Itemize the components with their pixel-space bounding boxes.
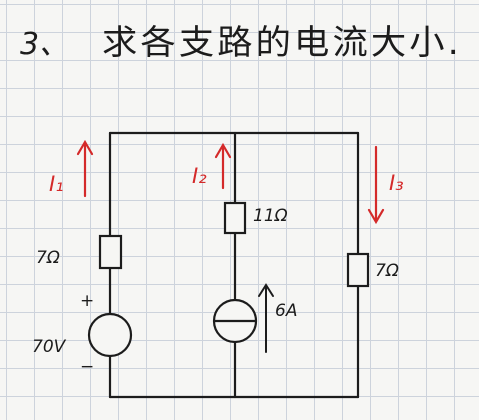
resistor-right bbox=[346, 252, 370, 288]
current-i3-arrow-icon bbox=[367, 145, 385, 225]
current-i2-arrow-icon bbox=[214, 142, 232, 190]
current-source-label: 6A bbox=[275, 301, 297, 321]
voltage-minus-sign: − bbox=[80, 357, 94, 377]
problem-number: 3、 bbox=[20, 27, 69, 62]
resistor-middle bbox=[223, 201, 247, 235]
resistor-left bbox=[98, 234, 123, 270]
current-i3-label: I₃ bbox=[389, 171, 404, 195]
resistor-middle-label: 11Ω bbox=[253, 206, 288, 226]
voltage-source-label: 70V bbox=[32, 337, 67, 357]
resistor-left-label: 7Ω bbox=[36, 248, 60, 268]
voltage-plus-sign: + bbox=[80, 291, 94, 311]
current-i1-label: I₁ bbox=[49, 172, 64, 196]
resistor-right-label: 7Ω bbox=[375, 261, 399, 281]
circuit-wires bbox=[108, 131, 360, 399]
voltage-source bbox=[87, 312, 133, 358]
current-source-arrow-icon bbox=[258, 283, 274, 353]
current-i1-arrow-icon bbox=[76, 139, 94, 198]
problem-text: 求各支路的电流大小. bbox=[102, 23, 462, 63]
current-i2-label: I₂ bbox=[192, 164, 207, 188]
